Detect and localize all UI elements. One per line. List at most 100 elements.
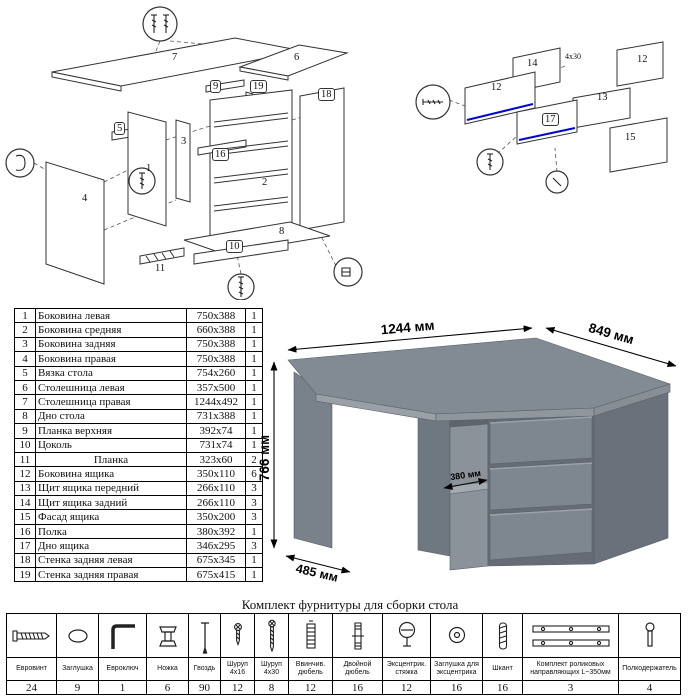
part-label-19: 19 [250,80,267,93]
part-number: 4 [14,351,36,367]
hardware-item-qty: 16 [333,681,383,695]
hardware-item-name: Заглушка [57,658,99,681]
part-number: 1 [14,307,36,324]
parts-table-row: 5 Вязка стола 754x260 1 [14,365,263,381]
parts-table-row: 7 Столешница правая 1244x492 1 [14,394,263,410]
dim-left-depth-line [285,554,351,574]
shelf-pin-icon [619,614,681,658]
confirmat-screw-icon [487,153,493,170]
part-number: 14 [14,495,36,511]
parts-list-body: 1 Боковина левая 750x388 1 2 Боковина ср… [14,307,263,583]
part-name: Щит ящика передний [35,480,187,497]
part-label-12b: 12 [491,82,502,93]
part-size: 750x388 [186,307,246,324]
hardware-item-name: Полкодержатель [619,658,681,681]
part-number: 9 [14,423,36,439]
part-label-10: 10 [226,240,243,253]
part-size: 731x388 [186,408,246,425]
part-label-2: 2 [262,177,268,188]
hardware-item-qty: 90 [189,681,221,695]
part-name: Щит ящика задний [35,495,187,511]
part-name: Боковина ящика [35,466,187,482]
part-size: 675x415 [186,567,246,583]
part-name: Стенка задняя правая [35,567,187,583]
nail-icon [189,614,221,658]
hardware-item-qty: 16 [483,681,523,695]
hardware-item-qty: 6 [147,681,189,695]
part-size: 380x392 [186,523,246,540]
parts-table-row: 16 Полка 380x392 1 [14,523,263,540]
part-name: Дно ящика [35,538,187,554]
part-number: 17 [14,538,36,554]
parts-table-row: 12 Боковина ящика 350x110 6 [14,466,263,482]
part-label-15: 15 [625,132,636,143]
hardware-item-qty: 1 [99,681,147,695]
part-name: Столешница правая [35,394,187,410]
part-label-8: 8 [279,226,285,237]
part-name: Боковина правая [35,351,187,367]
part-name: Планка верхняя [35,423,187,439]
part-name: Планка [35,451,187,468]
part-name: Боковина средняя [35,322,187,338]
part-label-9: 9 [210,80,222,93]
part-size: 392x74 [186,423,246,439]
part-label-5: 5 [114,122,126,135]
hardware-item-qty: 24 [7,681,57,695]
parts-table-row: 9 Планка верхняя 392x74 1 [14,423,263,439]
part-number: 11 [14,451,36,468]
hardware-item-name: Ножка [147,658,189,681]
hardware-item-name: Шуруп 4х30 [255,658,289,681]
hardware-item-name: Шуруп 4х16 [221,658,255,681]
hardware-item-qty: 8 [255,681,289,695]
part-number: 2 [14,322,36,338]
desk-middle-panel [417,415,451,557]
desk-cubby [449,417,489,571]
part-name: Боковина задняя [35,336,187,353]
hardware-kit-table: Евровинт Заглушка Евроключ Ножка Гвоздь … [6,613,681,695]
hardware-item-name: Шкант [483,658,523,681]
dim-shelf-line [443,478,488,490]
exploded-view-main-drawing [5,6,363,301]
part-label-13: 13 [597,92,608,103]
hardware-item-name: Эксцентрик. стяжка [383,658,431,681]
cam-lock-icon [383,614,431,658]
part-name: Столешница левая [35,379,187,396]
parts-table-row: 19 Стенка задняя правая 675x415 1 [14,567,263,583]
part-number: 15 [14,509,36,525]
hardware-item-qty: 4 [619,681,681,695]
part-label-17: 17 [542,113,559,126]
parts-table-row: 8 Дно стола 731x388 1 [14,408,263,425]
hardware-item-name: Двойной дюбель [333,658,383,681]
exploded-view-drawer: 14 12 12 13 17 15 4x30 [405,20,700,210]
part-name: Боковина левая [35,307,187,324]
part-label-4: 4 [82,193,88,204]
part-label-7: 7 [172,52,178,63]
cam-cover-icon [431,614,483,658]
part-number: 12 [14,466,36,482]
parts-table-row: 11 Планка 323x60 2 [14,451,263,468]
hardware-item-qty: 12 [383,681,431,695]
dim-depth-label: 849 мм [587,320,636,347]
part-number: 5 [14,365,36,381]
long-screw-icon [238,276,244,297]
parts-table-row: 14 Щит ящика задний 266x110 3 [14,495,263,511]
part-label-1: 1 [146,163,152,174]
part-size: 675x345 [186,552,246,569]
part-number: 16 [14,523,36,540]
dim-width-line [287,325,533,353]
desk-drawer-2 [489,461,593,511]
part-quantity: 2 [245,451,263,468]
hardware-item-name: Заглушка для эксцентрика [431,658,483,681]
parts-table-row: 1 Боковина левая 750x388 1 [14,307,263,324]
hook-fitting-icon [15,154,26,171]
parts-table-row: 10 Цоколь 731x74 1 [14,437,263,453]
part-size: 731x74 [186,437,246,453]
part-label-6: 6 [294,52,300,63]
desk-right-side [593,389,669,565]
parts-table-row: 18 Стенка задняя левая 675x345 1 [14,552,263,569]
part-label-14: 14 [527,58,538,69]
part-name: Стенка задняя левая [35,552,187,569]
part-number: 13 [14,480,36,497]
part-label-3: 3 [181,136,187,147]
